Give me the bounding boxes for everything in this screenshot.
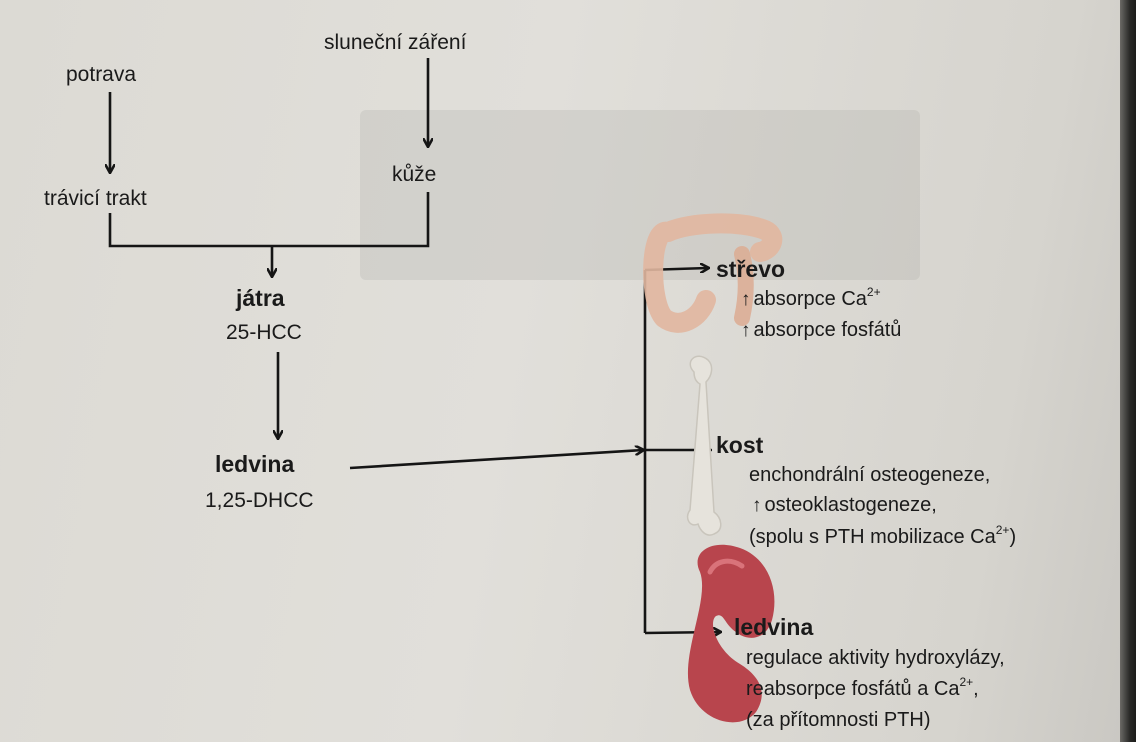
kidney-source-compound: 1,25-DHCC xyxy=(205,490,314,511)
kidney-effect-2: reabsorpce fosfátů a Ca2+, xyxy=(746,679,979,699)
intestine-title: střevo xyxy=(716,258,785,281)
intestine-effect-1: ↑absorpce Ca2+ xyxy=(741,289,881,309)
arrow-kidney-to-trunk xyxy=(350,450,643,468)
sunlight-label: sluneční záření xyxy=(324,32,466,53)
kidney-effect-1: regulace aktivity hydroxylázy, xyxy=(746,648,1005,668)
increase-arrow-icon: ↑ xyxy=(752,495,762,516)
bone-effect-1: enchondrální osteogeneze, xyxy=(749,465,990,485)
food-label: potrava xyxy=(66,64,136,85)
merge-bracket xyxy=(110,192,428,246)
liver-compound: 25-HCC xyxy=(226,322,302,343)
gi-tract-label: trávicí trakt xyxy=(44,188,147,209)
kidney-target-title: ledvina xyxy=(734,616,813,639)
kidney-effect-3: (za přítomnosti PTH) xyxy=(746,710,930,730)
liver-title: játra xyxy=(236,287,285,310)
book-spine-shadow xyxy=(1120,0,1136,742)
bone-effect-3: (spolu s PTH mobilizace Ca2+) xyxy=(749,527,1016,547)
bone-title: kost xyxy=(716,434,763,457)
intestine-effect-2: ↑absorpce fosfátů xyxy=(741,320,901,340)
bone-effect-2: ↑osteoklastogeneze, xyxy=(752,495,937,515)
skin-label: kůže xyxy=(392,164,436,185)
increase-arrow-icon: ↑ xyxy=(741,289,751,310)
kidney-source-title: ledvina xyxy=(215,453,294,476)
increase-arrow-icon: ↑ xyxy=(741,320,751,341)
